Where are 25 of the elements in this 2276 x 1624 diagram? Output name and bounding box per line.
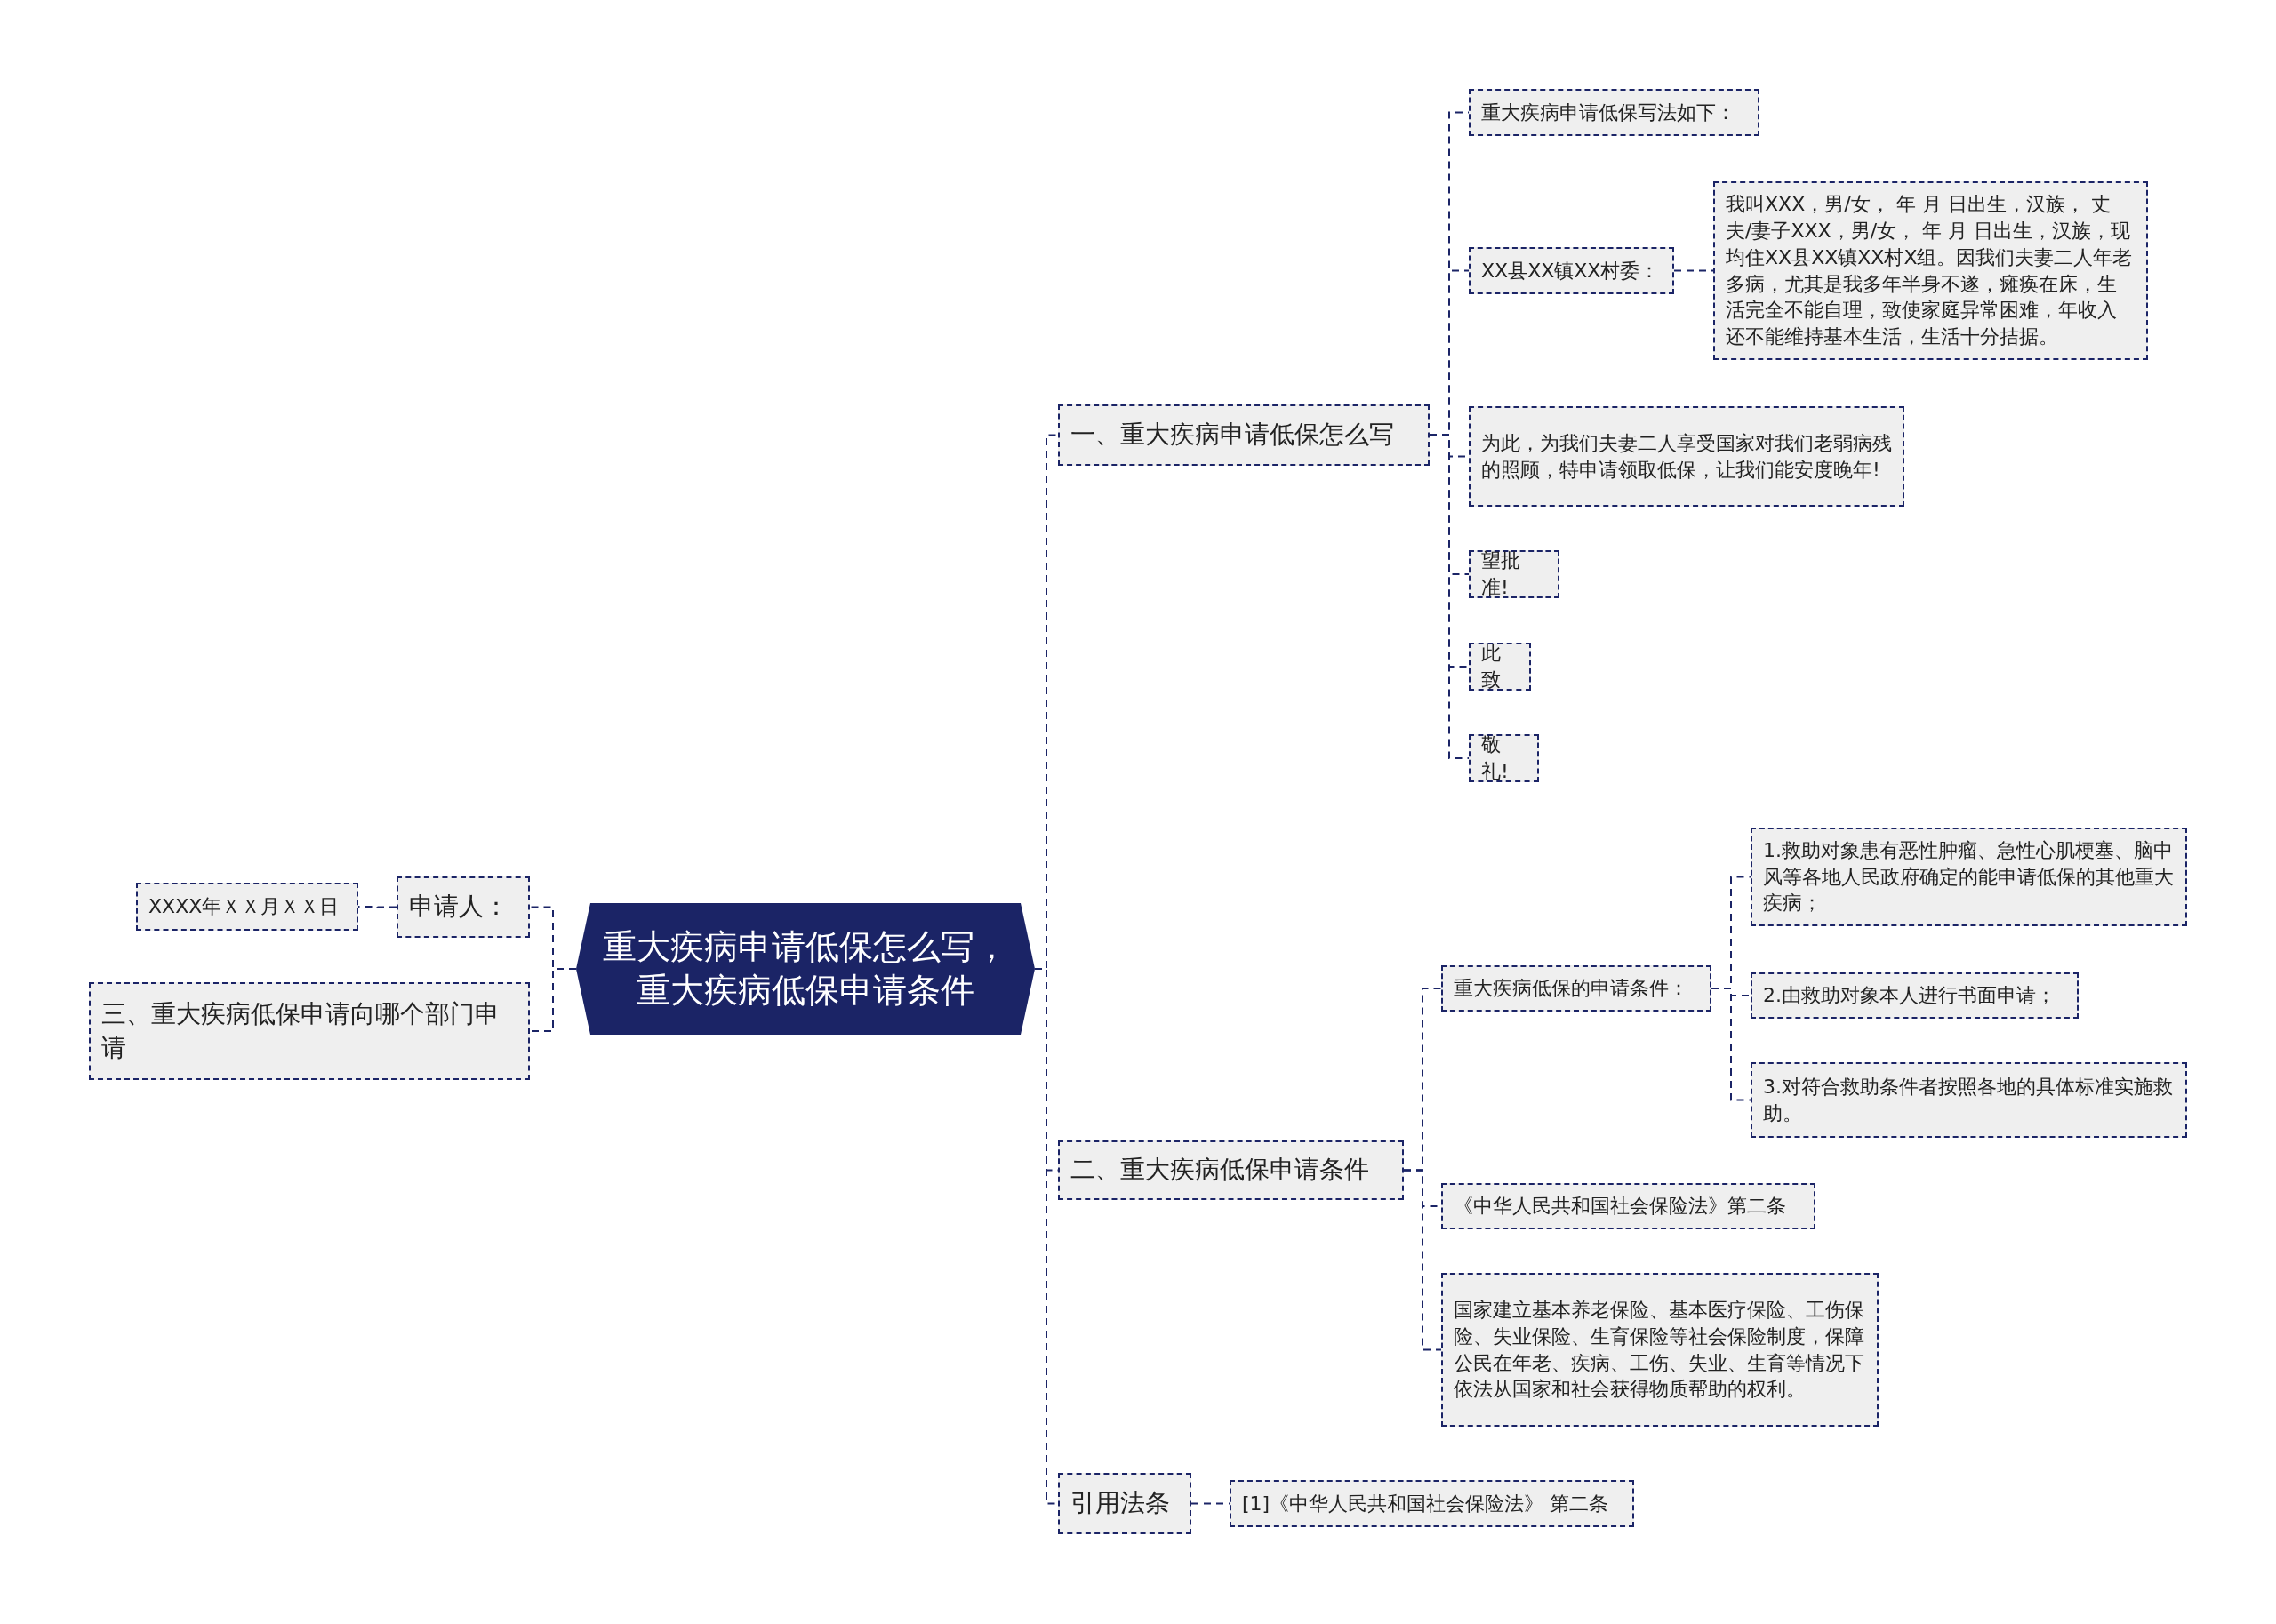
subtopic-box: 重大疾病申请低保写法如下： <box>1469 89 1759 136</box>
subtopic-box: 1.救助对象患有恶性肿瘤、急性心肌梗塞、脑中风等各地人民政府确定的能申请低保的其他重大疾病； <box>1751 828 2187 926</box>
subtopic-box: 重大疾病低保的申请条件： <box>1441 965 1711 1012</box>
connector-line <box>1403 1169 1442 1351</box>
subtopic-box: 《中华人民共和国社会保险法》第二条 <box>1441 1183 1815 1229</box>
branch-topic-box: 申请人： <box>397 876 530 938</box>
subtopic-box: 为此，为我们夫妻二人享受国家对我们老弱病残的照顾，特申请领取低保，让我们能安度晚年! <box>1469 406 1904 507</box>
branch-topic-box: 一、重大疾病申请低保怎么写 <box>1058 404 1430 466</box>
subtopic-box: 望批准! <box>1469 550 1559 598</box>
subtopic-box: 国家建立基本养老保险、基本医疗保险、工伤保险、失业保险、生育保险等社会保险制度，保障公民在年老、疾病、工伤、失业、生育等情况下依法从国家和社会获得物质帮助的权利。 <box>1441 1273 1879 1427</box>
subtopic-box: 敬礼! <box>1469 734 1539 782</box>
subtopic-box: 3.对符合救助条件者按照各地的具体标准实施救助。 <box>1751 1062 2187 1138</box>
subtopic-box: 2.由救助对象本人进行书面申请； <box>1751 972 2079 1019</box>
subtopic-box: 此致 <box>1469 643 1531 691</box>
connector-line <box>1673 269 1714 272</box>
branch-topic-box: 引用法条 <box>1058 1473 1191 1534</box>
connector-line <box>1711 988 1751 1101</box>
branch-topic-box: 二、重大疾病低保申请条件 <box>1058 1140 1404 1200</box>
connector-line <box>529 968 577 1032</box>
branch-topic-box: 三、重大疾病低保申请向哪个部门申请 <box>89 982 530 1080</box>
subtopic-box: 我叫XXX，男/女， 年 月 日出生，汉族， 丈夫/妻子XXX，男/女， 年 月 日出生，汉族，现均住XX县XX镇XX村X组。因我们夫妻二人年老多病，尤其是我多年半身不遂，瘫痪在床，生活完全不能自理，致使家庭异常困难，年收入还不能维持基本生活，生活十分拮据。 <box>1713 181 2148 360</box>
root-topic-box: 重大疾病申请低保怎么写，重大疾病低保申请条件 <box>576 903 1035 1035</box>
subtopic-box: XX县XX镇XX村委： <box>1469 247 1674 294</box>
subtopic-box: XXXX年ＸＸ月ＸＸ日 <box>136 883 358 931</box>
subtopic-box: [1]《中华人民共和国社会保险法》 第二条 <box>1230 1480 1634 1527</box>
